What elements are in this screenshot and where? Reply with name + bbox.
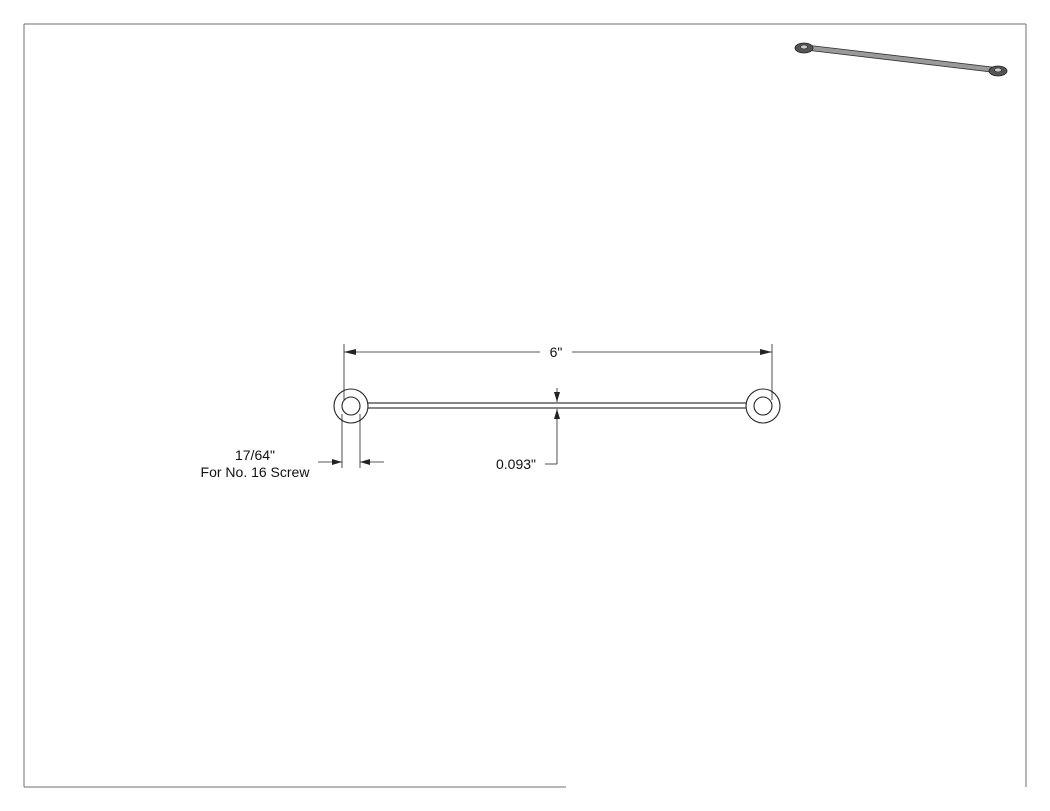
link-rod-part: [333, 388, 781, 424]
length-label: 6": [550, 344, 563, 360]
isometric-view: [794, 42, 1008, 77]
right-eyelet-hole: [753, 396, 773, 416]
hole-diameter-label: 17/64": [235, 447, 275, 463]
left-eyelet-hole: [341, 396, 361, 416]
wire-dimension: 0.093": [496, 388, 560, 472]
hole-dimension: 17/64" For No. 16 Screw: [201, 414, 384, 480]
length-dimension: 6": [343, 344, 773, 400]
wire-diameter-label: 0.093": [496, 456, 536, 472]
hole-note-label: For No. 16 Screw: [201, 464, 311, 480]
rod-body: [364, 402, 750, 409]
sheet-frame: [23, 23, 1027, 788]
